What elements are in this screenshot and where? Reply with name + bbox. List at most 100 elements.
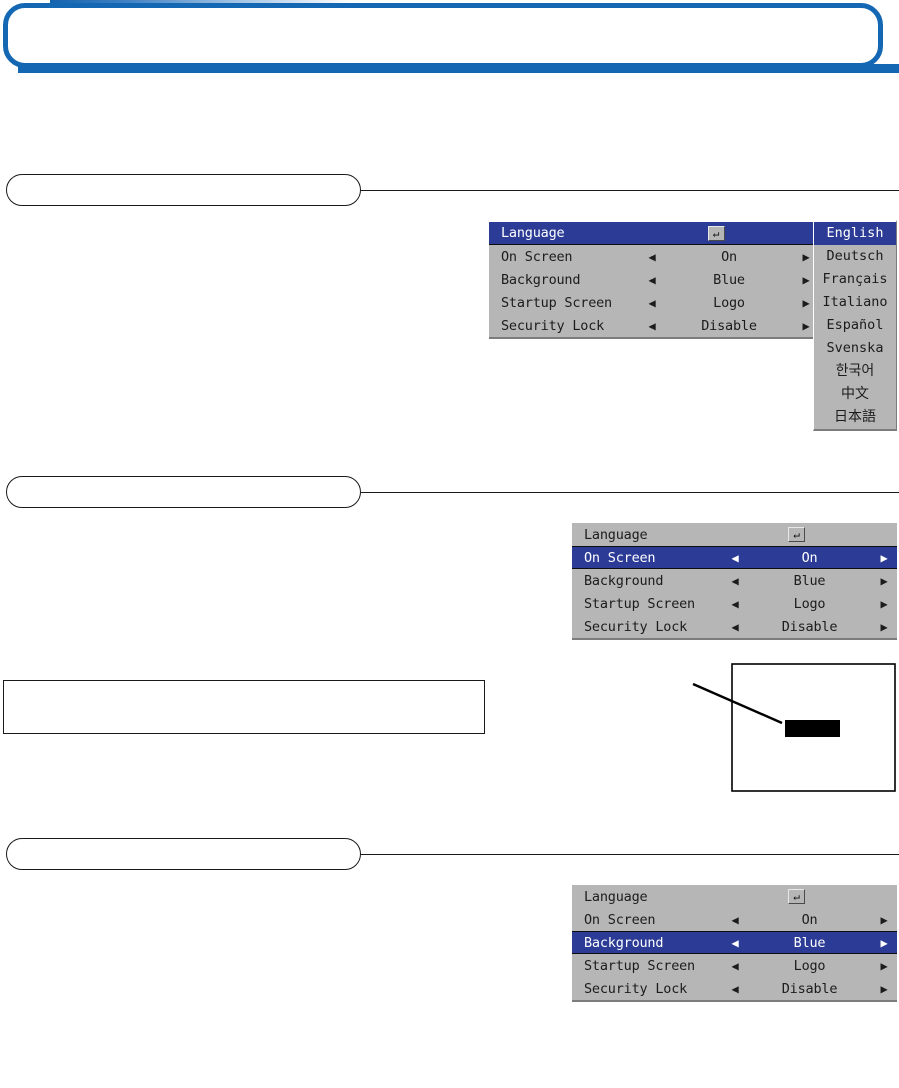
osd-label-security-lock: Security Lock	[501, 317, 605, 334]
note-box	[3, 680, 485, 734]
section-rule	[361, 190, 899, 192]
osd-row-background[interactable]: Background ◀ Blue ▶	[572, 931, 897, 954]
language-option-francais[interactable]: Français	[814, 268, 896, 291]
osd-label-background: Background	[584, 934, 664, 951]
osd-label-on-screen: On Screen	[584, 549, 656, 566]
osd-menu-on-screen[interactable]: Language ↵ On Screen ◀ On ▶ Background ◀…	[572, 521, 897, 640]
language-option-italiano[interactable]: Italiano	[814, 291, 896, 314]
osd-language-list[interactable]: English Deutsch Français Italiano Españo…	[813, 220, 897, 431]
arrow-right-icon[interactable]: ▶	[880, 573, 888, 588]
osd-value-startup-screen: Logo	[793, 957, 826, 974]
section-heading-language	[0, 174, 899, 208]
section-pill	[6, 476, 361, 508]
osd-label-on-screen: On Screen	[584, 911, 656, 928]
osd-label-startup-screen: Startup Screen	[584, 595, 695, 612]
osd-row-background[interactable]: Background ◀ Blue ▶	[572, 569, 897, 592]
osd-value-background: Blue	[793, 572, 826, 589]
language-option-svenska[interactable]: Svenska	[814, 337, 896, 360]
osd-row-language[interactable]: Language ↵	[572, 885, 897, 908]
figure-message-bar	[785, 720, 840, 737]
arrow-left-icon[interactable]: ◀	[731, 935, 739, 950]
osd-label-security-lock: Security Lock	[584, 618, 688, 635]
arrow-right-icon[interactable]: ▶	[802, 295, 810, 310]
arrow-right-icon[interactable]: ▶	[880, 619, 888, 634]
section-heading-on-screen	[0, 476, 899, 510]
arrow-right-icon[interactable]: ▶	[880, 596, 888, 611]
osd-position-figure	[692, 663, 896, 792]
osd-value-security-lock: Disable	[781, 618, 838, 635]
header-blue-rule	[18, 64, 899, 73]
arrow-right-icon[interactable]: ▶	[880, 935, 888, 950]
osd-label-startup-screen: Startup Screen	[501, 294, 612, 311]
osd-row-on-screen[interactable]: On Screen ◀ On ▶	[572, 546, 897, 569]
arrow-left-icon[interactable]: ◀	[731, 619, 739, 634]
arrow-right-icon[interactable]: ▶	[880, 550, 888, 565]
osd-row-security-lock[interactable]: Security Lock ◀ Disable ▶	[489, 314, 819, 337]
osd-value-background: Blue	[793, 934, 826, 951]
arrow-left-icon[interactable]: ◀	[648, 272, 656, 287]
arrow-right-icon[interactable]: ▶	[880, 912, 888, 927]
osd-enter-cell: ↵	[722, 889, 871, 904]
osd-row-startup-screen[interactable]: Startup Screen ◀ Logo ▶	[489, 291, 819, 314]
arrow-left-icon[interactable]: ◀	[731, 912, 739, 927]
osd-value-on-screen: On	[801, 911, 818, 928]
arrow-left-icon[interactable]: ◀	[731, 596, 739, 611]
osd-value-security-lock: Disable	[781, 980, 838, 997]
osd-label-background: Background	[501, 271, 581, 288]
osd-label-background: Background	[584, 572, 664, 589]
osd-enter-cell: ↵	[722, 527, 871, 542]
osd-row-on-screen[interactable]: On Screen ◀ On ▶	[489, 245, 819, 268]
arrow-left-icon[interactable]: ◀	[648, 318, 656, 333]
osd-row-security-lock[interactable]: Security Lock ◀ Disable ▶	[572, 977, 897, 1000]
osd-value-startup-screen: Logo	[793, 595, 826, 612]
osd-label-language: Language	[584, 526, 648, 543]
osd-row-language[interactable]: Language ↵	[572, 523, 897, 546]
osd-row-background[interactable]: Background ◀ Blue ▶	[489, 268, 819, 291]
osd-value-startup-screen: Logo	[713, 294, 745, 311]
osd-row-language[interactable]: Language ↵	[489, 222, 819, 245]
enter-return-icon[interactable]: ↵	[788, 889, 805, 904]
osd-value-on-screen: On	[801, 549, 818, 566]
section-rule	[361, 854, 899, 856]
arrow-left-icon[interactable]: ◀	[731, 573, 739, 588]
arrow-right-icon[interactable]: ▶	[802, 272, 810, 287]
section-pill	[6, 838, 361, 870]
osd-row-startup-screen[interactable]: Startup Screen ◀ Logo ▶	[572, 954, 897, 977]
osd-menu-language[interactable]: Language ↵ On Screen ◀ On ▶ Background ◀…	[489, 220, 819, 339]
figure-leader-line	[692, 682, 783, 725]
language-option-chinese[interactable]: 中文	[814, 383, 896, 406]
arrow-right-icon[interactable]: ▶	[880, 981, 888, 996]
arrow-right-icon[interactable]: ▶	[802, 318, 810, 333]
arrow-left-icon[interactable]: ◀	[731, 550, 739, 565]
osd-label-startup-screen: Startup Screen	[584, 957, 695, 974]
language-option-english[interactable]: English	[814, 222, 896, 245]
section-heading-background	[0, 838, 899, 872]
osd-row-on-screen[interactable]: On Screen ◀ On ▶	[572, 908, 897, 931]
language-option-japanese[interactable]: 日本語	[814, 406, 896, 429]
language-option-espanol[interactable]: Español	[814, 314, 896, 337]
osd-label-on-screen: On Screen	[501, 248, 573, 265]
osd-label-security-lock: Security Lock	[584, 980, 688, 997]
osd-enter-cell: ↵	[639, 225, 793, 241]
osd-value-on-screen: On	[721, 248, 737, 265]
osd-value-security-lock: Disable	[701, 317, 757, 334]
osd-row-security-lock[interactable]: Security Lock ◀ Disable ▶	[572, 615, 897, 638]
arrow-left-icon[interactable]: ◀	[648, 295, 656, 310]
arrow-left-icon[interactable]: ◀	[731, 981, 739, 996]
language-option-korean[interactable]: 한국어	[814, 360, 896, 383]
arrow-right-icon[interactable]: ▶	[880, 958, 888, 973]
header-frame	[3, 3, 883, 68]
osd-row-startup-screen[interactable]: Startup Screen ◀ Logo ▶	[572, 592, 897, 615]
osd-value-background: Blue	[713, 271, 745, 288]
arrow-right-icon[interactable]: ▶	[802, 249, 810, 264]
page-header	[0, 0, 899, 90]
section-pill	[6, 174, 361, 206]
osd-menu-background[interactable]: Language ↵ On Screen ◀ On ▶ Background ◀…	[572, 883, 897, 1002]
arrow-left-icon[interactable]: ◀	[648, 249, 656, 264]
section-rule	[361, 492, 899, 494]
arrow-left-icon[interactable]: ◀	[731, 958, 739, 973]
enter-return-icon[interactable]: ↵	[707, 225, 725, 241]
enter-return-icon[interactable]: ↵	[788, 527, 805, 542]
osd-label-language: Language	[501, 225, 565, 241]
language-option-deutsch[interactable]: Deutsch	[814, 245, 896, 268]
